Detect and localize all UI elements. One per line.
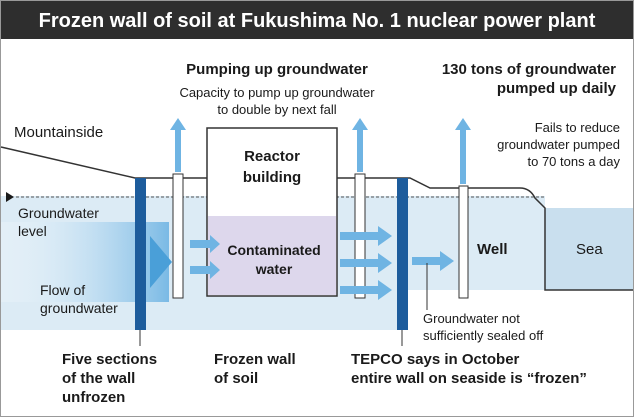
frozen-wall-label: of soil	[214, 370, 258, 387]
tepco-label: TEPCO says in October	[351, 351, 520, 368]
well-label: Well	[477, 241, 508, 258]
fails-note: Fails to reduce	[535, 120, 620, 135]
arrow-right-icon	[340, 253, 392, 273]
sea-area	[545, 208, 633, 290]
frozen-wall-left	[135, 178, 146, 330]
arrow-right-icon	[412, 251, 454, 271]
reactor-label: Reactor	[244, 148, 300, 165]
five-sections-label: Five sections	[62, 351, 157, 368]
arrow-right-icon	[190, 235, 220, 253]
well-pipe	[458, 185, 469, 299]
pumping-note: to double by next fall	[217, 102, 336, 117]
contaminated-water-area	[208, 216, 336, 295]
frozen-wall-label: Frozen wall	[214, 351, 296, 368]
tons-title: pumped up daily	[497, 80, 617, 97]
arrow-up-icon	[352, 118, 368, 172]
not-sealed-label: sufficiently sealed off	[423, 328, 544, 343]
groundwater-level-label: Groundwater	[18, 205, 99, 221]
pump-pipe-1	[172, 173, 184, 299]
water-level-marker-icon	[6, 192, 14, 202]
arrow-right-icon	[340, 280, 392, 300]
not-sealed-label: Groundwater not	[423, 311, 520, 326]
five-sections-label: unfrozen	[62, 389, 125, 406]
frozen-wall-seaside	[397, 178, 408, 330]
pumping-note: Capacity to pump up groundwater	[179, 85, 375, 100]
arrow-right-icon	[340, 226, 392, 246]
reactor-label: building	[243, 169, 301, 186]
arrow-right-icon	[190, 261, 220, 279]
arrow-up-icon	[170, 118, 186, 172]
groundwater-level-label: level	[18, 223, 47, 239]
five-sections-label: of the wall	[62, 370, 135, 387]
contaminated-label: Contaminated	[227, 242, 320, 258]
title-bar	[1, 1, 633, 39]
arrow-right-icon	[150, 236, 172, 288]
fails-note: groundwater pumped	[497, 137, 620, 152]
sea-label: Sea	[576, 241, 603, 258]
tons-title: 130 tons of groundwater	[442, 61, 616, 78]
flow-label: groundwater	[40, 300, 118, 316]
pumping-title: Pumping up groundwater	[186, 61, 368, 78]
terrain-line	[0, 146, 633, 291]
tepco-label: entire wall on seaside is “frozen”	[351, 370, 587, 387]
contaminated-label: water	[255, 261, 293, 277]
arrow-up-icon	[455, 118, 471, 184]
flow-label: Flow of	[40, 282, 85, 298]
fails-note: to 70 tons a day	[527, 154, 620, 169]
mountainside-label: Mountainside	[14, 124, 103, 141]
page-title: Frozen wall of soil at Fukushima No. 1 n…	[39, 10, 596, 32]
